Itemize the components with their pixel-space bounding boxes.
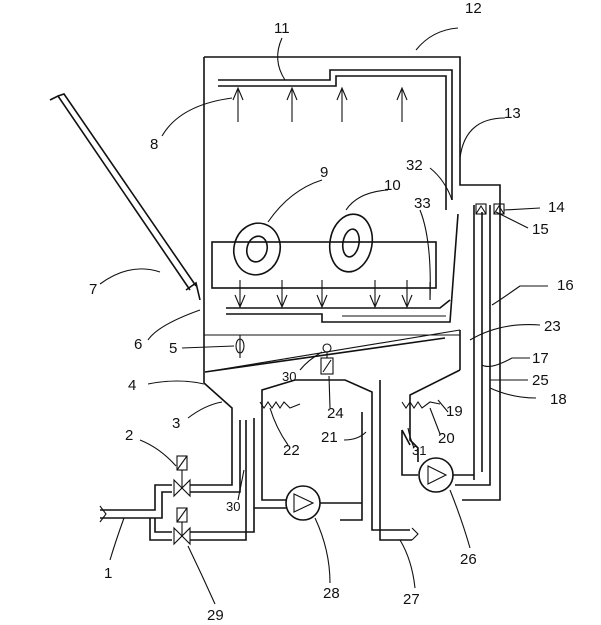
label-29: 29 bbox=[207, 607, 224, 620]
label-8: 8 bbox=[150, 136, 158, 153]
label-33: 33 bbox=[414, 195, 431, 212]
pump-28 bbox=[254, 412, 362, 520]
label-27: 27 bbox=[403, 591, 420, 608]
glove-ports bbox=[228, 211, 377, 280]
label-2: 2 bbox=[125, 427, 133, 444]
label-25: 25 bbox=[532, 372, 549, 389]
side-ducts bbox=[455, 204, 504, 485]
upward-airflow-arrows bbox=[233, 88, 407, 122]
label-5: 5 bbox=[169, 340, 177, 357]
label-12: 12 bbox=[465, 0, 482, 17]
sensor-24 bbox=[321, 344, 333, 374]
label-22: 22 bbox=[283, 442, 300, 459]
valve-2 bbox=[174, 456, 190, 496]
label-9: 9 bbox=[320, 164, 328, 181]
label-21: 21 bbox=[321, 429, 338, 446]
downward-airflow-arrows bbox=[235, 280, 430, 307]
label-19: 19 bbox=[446, 403, 463, 420]
housing-outline bbox=[204, 57, 500, 500]
label-30-pipe: 30 bbox=[226, 499, 240, 514]
label-14: 14 bbox=[548, 199, 565, 216]
top-air-duct bbox=[218, 70, 452, 210]
label-26: 26 bbox=[460, 551, 477, 568]
label-32: 32 bbox=[406, 157, 423, 174]
label-7: 7 bbox=[89, 281, 97, 298]
reference-numerals: 1 2 3 4 5 6 7 8 9 10 11 12 13 14 15 16 1… bbox=[89, 0, 574, 620]
label-18: 18 bbox=[550, 391, 567, 408]
heaters bbox=[260, 402, 440, 408]
label-10: 10 bbox=[384, 177, 401, 194]
label-30-sensor: 30 bbox=[282, 369, 296, 384]
label-11: 11 bbox=[274, 20, 290, 37]
label-13: 13 bbox=[504, 105, 521, 122]
label-31: 31 bbox=[412, 443, 426, 458]
label-15: 15 bbox=[532, 221, 549, 238]
label-1: 1 bbox=[104, 565, 112, 582]
label-28: 28 bbox=[323, 585, 340, 602]
work-tray bbox=[212, 214, 458, 322]
fan-5 bbox=[236, 335, 244, 358]
feed-chute bbox=[50, 94, 200, 300]
label-16: 16 bbox=[557, 277, 574, 294]
valve-29 bbox=[174, 508, 190, 544]
label-3: 3 bbox=[172, 415, 180, 432]
drain-pipes bbox=[340, 380, 418, 540]
label-17: 17 bbox=[532, 350, 549, 367]
leader-lines bbox=[100, 28, 548, 604]
label-6: 6 bbox=[134, 336, 142, 353]
label-23: 23 bbox=[544, 318, 561, 335]
label-20: 20 bbox=[438, 430, 455, 447]
label-4: 4 bbox=[128, 377, 136, 394]
label-24: 24 bbox=[327, 405, 344, 422]
